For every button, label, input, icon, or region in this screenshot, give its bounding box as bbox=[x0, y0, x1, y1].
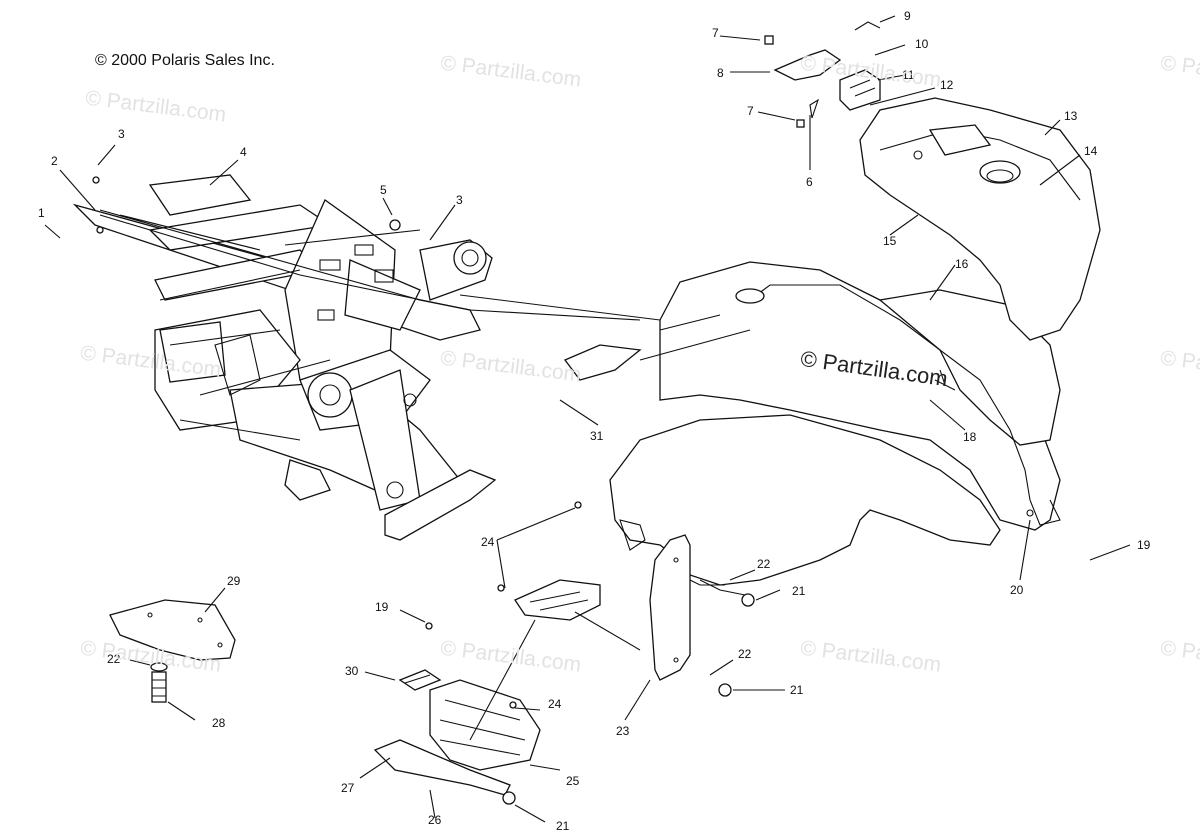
callout-28: 28 bbox=[212, 716, 226, 730]
callout-19a: 19 bbox=[1137, 538, 1151, 552]
callout-18: 18 bbox=[963, 430, 977, 444]
callout-26: 26 bbox=[428, 813, 442, 827]
callout-15: 15 bbox=[883, 234, 897, 248]
callout-23: 23 bbox=[616, 724, 630, 738]
callout-1: 1 bbox=[38, 206, 45, 220]
callout-3b: 3 bbox=[456, 193, 463, 207]
callout-6: 6 bbox=[806, 175, 813, 189]
callout-8: 8 bbox=[717, 66, 724, 80]
callout-12: 12 bbox=[940, 78, 954, 92]
leader-lines bbox=[44, 15, 1131, 823]
footrest-assembly bbox=[92, 176, 755, 805]
callout-5: 5 bbox=[380, 183, 387, 197]
callout-22c: 22 bbox=[107, 652, 121, 666]
frame-assembly bbox=[72, 174, 497, 541]
callout-9: 9 bbox=[904, 9, 911, 23]
callout-16: 16 bbox=[955, 257, 969, 271]
mud-flap bbox=[649, 534, 725, 681]
callout-2: 2 bbox=[51, 154, 58, 168]
callout-22b: 22 bbox=[738, 647, 752, 661]
callout-21c: 21 bbox=[556, 819, 570, 833]
callout-27: 27 bbox=[341, 781, 355, 795]
callout-21a: 21 bbox=[792, 584, 806, 598]
callout-7b: 7 bbox=[747, 104, 754, 118]
callout-30: 30 bbox=[345, 664, 359, 678]
rear-rack-assembly bbox=[764, 21, 1101, 341]
callout-31: 31 bbox=[590, 429, 604, 443]
callout-14: 14 bbox=[1084, 144, 1098, 158]
callout-4: 4 bbox=[240, 145, 247, 159]
mount-line-2 bbox=[459, 294, 661, 321]
rear-fender-assembly bbox=[563, 261, 1061, 596]
callout-29: 29 bbox=[227, 574, 241, 588]
copyright-notice: © 2000 Polaris Sales Inc. bbox=[95, 52, 275, 69]
callout-13: 13 bbox=[1064, 109, 1078, 123]
callout-11: 11 bbox=[902, 68, 915, 82]
callout-19b: 19 bbox=[375, 600, 389, 614]
callout-22a: 22 bbox=[757, 557, 771, 571]
callout-3a: 3 bbox=[118, 127, 125, 141]
callout-21b: 21 bbox=[790, 683, 804, 697]
callout-10: 10 bbox=[915, 37, 929, 51]
mount-line-3 bbox=[284, 229, 421, 246]
callout-24b: 24 bbox=[548, 697, 562, 711]
callout-24a: 24 bbox=[481, 535, 495, 549]
callout-labels: 1 2 3 3 4 5 6 7 7 8 9 10 11 12 13 14 15 … bbox=[38, 9, 1151, 833]
mount-line-1 bbox=[99, 214, 641, 321]
callout-20: 20 bbox=[1010, 583, 1024, 597]
callout-25: 25 bbox=[566, 774, 580, 788]
callout-7a: 7 bbox=[712, 26, 719, 40]
